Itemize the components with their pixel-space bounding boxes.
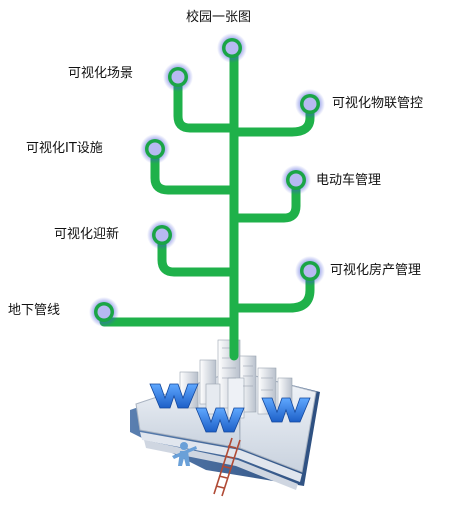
node-visual-housing [295, 256, 325, 286]
node-visual-iot [295, 89, 325, 119]
label-visual-freshman: 可视化迎新 [54, 227, 120, 242]
node-ev-management [281, 165, 311, 195]
label-visual-it: 可视化IT设施 [26, 141, 103, 156]
node-campus-map [217, 33, 247, 63]
node-visual-it [140, 134, 170, 164]
label-visual-housing: 可视化房产管理 [330, 263, 422, 278]
node-visual-freshman [147, 220, 177, 250]
ladder [213, 437, 241, 497]
tree-branches [99, 47, 315, 361]
person-figure [172, 442, 197, 466]
www-letters [149, 383, 311, 433]
label-ev-management: 电动车管理 [316, 173, 382, 188]
open-book-illustration [130, 339, 320, 497]
label-campus-map: 校园一张图 [186, 10, 252, 25]
label-visual-scene: 可视化场景 [68, 66, 134, 81]
node-visual-scene [163, 62, 193, 92]
node-underground-pipe [89, 297, 119, 327]
label-visual-iot: 可视化物联管控 [332, 96, 424, 111]
label-underground-pipe: 地下管线 [8, 303, 61, 318]
